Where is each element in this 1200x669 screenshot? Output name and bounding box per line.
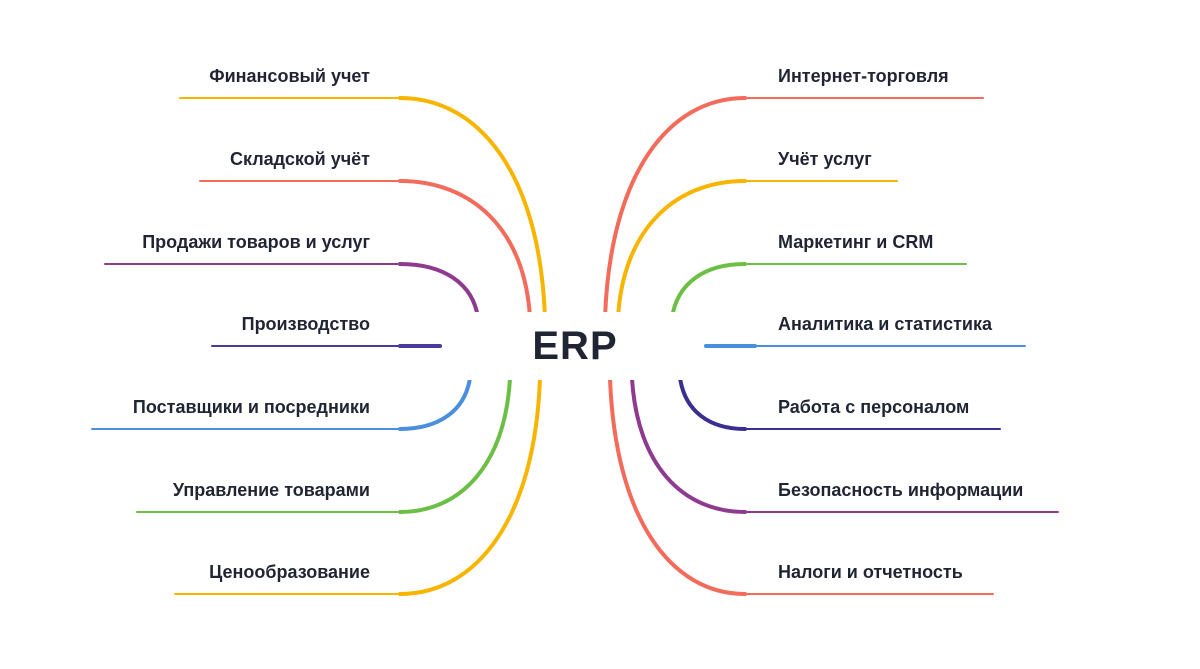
- left-branch-label: Поставщики и посредники: [132, 397, 370, 417]
- right-branch-connector: [630, 376, 747, 514]
- left-branch-connector: [398, 96, 547, 320]
- right-branch-connector: [616, 179, 747, 320]
- right-branch-label: Работа с персоналом: [778, 397, 970, 417]
- right-branch-label: Аналитика и статистика: [778, 314, 992, 334]
- center-label: ERP: [532, 323, 618, 368]
- right-branch-connector: [678, 376, 747, 431]
- left-branch-label: Складской учёт: [230, 149, 370, 169]
- left-branch-connector: [398, 376, 542, 596]
- left-branch-connector: [398, 179, 532, 320]
- left-branch-label: Управление товарами: [172, 480, 370, 500]
- left-branch-label: Ценообразование: [209, 562, 370, 582]
- left-branch-label: Продажи товаров и услуг: [142, 232, 370, 252]
- left-branch-connector: [398, 376, 472, 431]
- right-branch-label: Безопасность информации: [778, 480, 1024, 500]
- right-branch-connector: [603, 96, 747, 320]
- right-branch-label: Маркетинг и CRM: [778, 232, 934, 252]
- right-branch-connector: [608, 376, 747, 596]
- left-branch-connector: [398, 262, 480, 320]
- left-branch-connector: [398, 376, 512, 514]
- right-branch-label: Налоги и отчетность: [778, 562, 963, 582]
- left-branch-label: Производство: [241, 314, 370, 334]
- right-branch-label: Интернет-торговля: [778, 66, 949, 86]
- center-node: ERP: [450, 312, 700, 380]
- left-branch-label: Финансовый учет: [209, 66, 370, 86]
- right-branch-connector: [670, 262, 747, 320]
- right-branch-label: Учёт услуг: [778, 149, 872, 169]
